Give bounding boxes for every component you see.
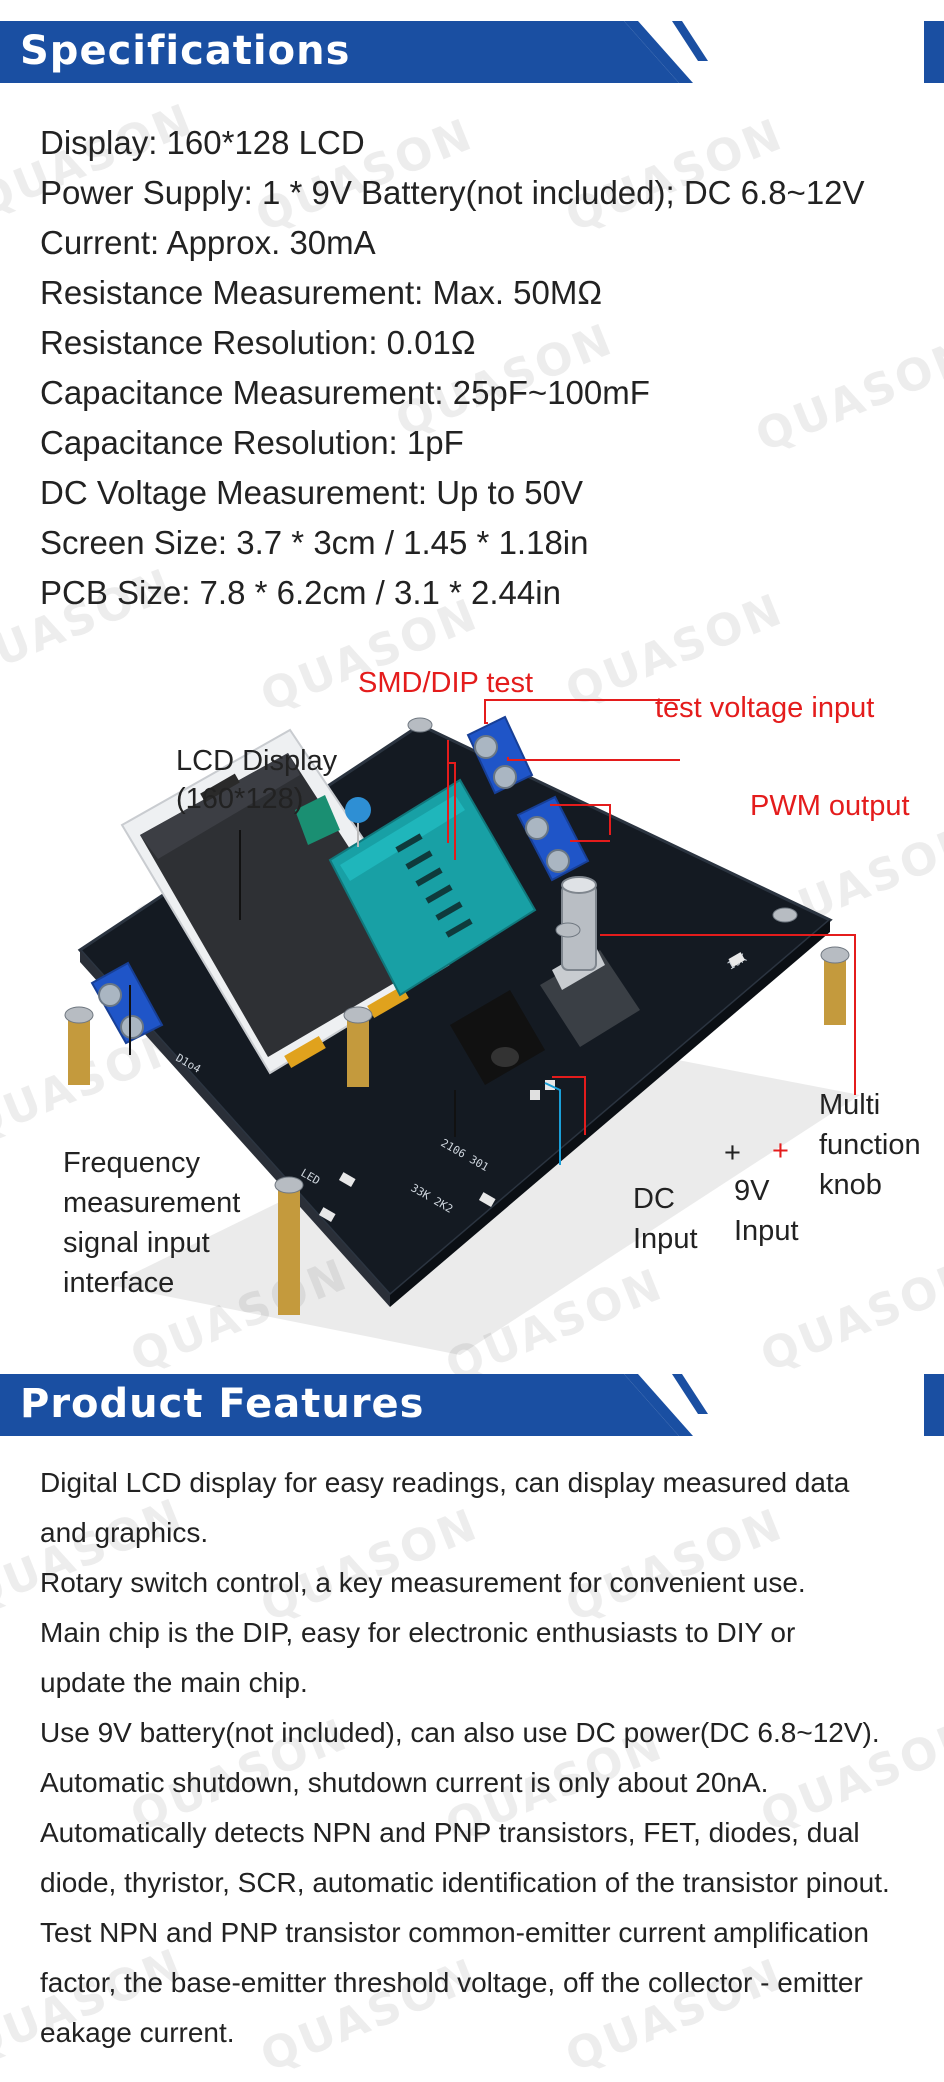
- screw: [555, 922, 581, 938]
- feature-line: eakage current.: [40, 2017, 235, 2048]
- spec-line: PCB Size: 7.8 * 6.2cm / 3.1 * 2.44in: [40, 574, 561, 611]
- product-diagram: D1o4 LED 33K 2K2 2106 301 10K: [40, 665, 940, 1365]
- specifications-list: Display: 160*128 LCD Power Supply: 1 * 9…: [40, 118, 865, 618]
- label-test-voltage-input: test voltage input: [655, 692, 875, 724]
- label-plus-sign-red: +: [772, 1135, 789, 1167]
- feature-line: factor, the base-emitter threshold volta…: [40, 1967, 863, 1998]
- spec-line: Power Supply: 1 * 9V Battery(not include…: [40, 174, 865, 211]
- feature-line: Test NPN and PNP transistor common-emitt…: [40, 1917, 869, 1948]
- terminal-block-frequency: [90, 961, 164, 1045]
- battery-blue-leader: [544, 1082, 561, 1165]
- feature-line: Automatic shutdown, shutdown current is …: [40, 1767, 769, 1798]
- rotary-knob: [540, 876, 640, 1047]
- label-frequency-input: Frequency: [63, 1147, 201, 1179]
- spec-line: Capacitance Resolution: 1pF: [40, 424, 464, 461]
- spec-line: Current: Approx. 30mA: [40, 224, 376, 261]
- dc-jack: [450, 990, 545, 1085]
- spec-line: Resistance Measurement: Max. 50MΩ: [40, 274, 603, 311]
- terminal-block-test-voltage: [466, 715, 534, 795]
- feature-line: Rotary switch control, a key measurement…: [40, 1567, 806, 1598]
- label-9v-input: 9V: [734, 1175, 770, 1207]
- spec-line: Screen Size: 3.7 * 3cm / 1.45 * 1.18in: [40, 524, 589, 561]
- label-frequency-input: signal input: [63, 1227, 210, 1259]
- label-frequency-input: measurement: [63, 1187, 241, 1219]
- feature-line: diode, thyristor, SCR, automatic identif…: [40, 1867, 890, 1898]
- terminal-block-pwm: [516, 795, 590, 882]
- label-dc-input: DC: [633, 1183, 675, 1215]
- tester-board-illustration: D1o4 LED 33K 2K2 2106 301 10K: [64, 699, 860, 1355]
- banner-slash-decoration: [624, 1374, 924, 1436]
- label-frequency-input: interface: [63, 1267, 175, 1299]
- section-title: Specifications: [20, 28, 351, 74]
- feature-line: Use 9V battery(not included), can also u…: [40, 1717, 880, 1748]
- feature-line: Digital LCD display for easy readings, c…: [40, 1467, 850, 1498]
- feature-line: update the main chip.: [40, 1667, 308, 1698]
- spec-line: Capacitance Measurement: 25pF~100mF: [40, 374, 650, 411]
- label-lcd-resolution: (160*128): [176, 783, 304, 815]
- feature-line: and graphics.: [40, 1517, 209, 1548]
- standoff: [820, 946, 850, 1025]
- label-pwm-output: PWM output: [750, 790, 910, 822]
- specifications-banner: Specifications: [0, 21, 944, 83]
- section-title: Product Features: [20, 1381, 425, 1427]
- label-multi-function-knob: Multi: [819, 1089, 881, 1121]
- label-smd-dip-test: SMD/DIP test: [358, 667, 534, 699]
- label-9v-input: Input: [734, 1215, 799, 1247]
- spec-line: Resistance Resolution: 0.01Ω: [40, 324, 476, 361]
- feature-line: Automatically detects NPN and PNP transi…: [40, 1817, 860, 1848]
- product-features-banner: Product Features: [0, 1374, 944, 1436]
- label-lcd-display: LCD Display: [176, 745, 338, 777]
- feature-line: Main chip is the DIP, easy for electroni…: [40, 1617, 796, 1648]
- screw: [772, 907, 798, 923]
- label-multi-function-knob: function: [819, 1129, 921, 1161]
- spec-line: DC Voltage Measurement: Up to 50V: [40, 474, 583, 511]
- standoff: [343, 1006, 373, 1087]
- spec-line: Display: 160*128 LCD: [40, 124, 365, 161]
- features-list: Digital LCD display for easy readings, c…: [40, 1458, 940, 2058]
- label-multi-function-knob: knob: [819, 1169, 882, 1201]
- banner-slash-decoration: [624, 21, 924, 83]
- standoff: [274, 1176, 304, 1315]
- smd-dip-leader: [447, 740, 456, 860]
- screw: [407, 717, 433, 733]
- label-dc-input: Input: [633, 1223, 698, 1255]
- zif-socket: [328, 778, 537, 997]
- lcd-screen: [140, 753, 425, 1057]
- standoff: [64, 1006, 94, 1085]
- label-plus-sign: +: [724, 1137, 741, 1169]
